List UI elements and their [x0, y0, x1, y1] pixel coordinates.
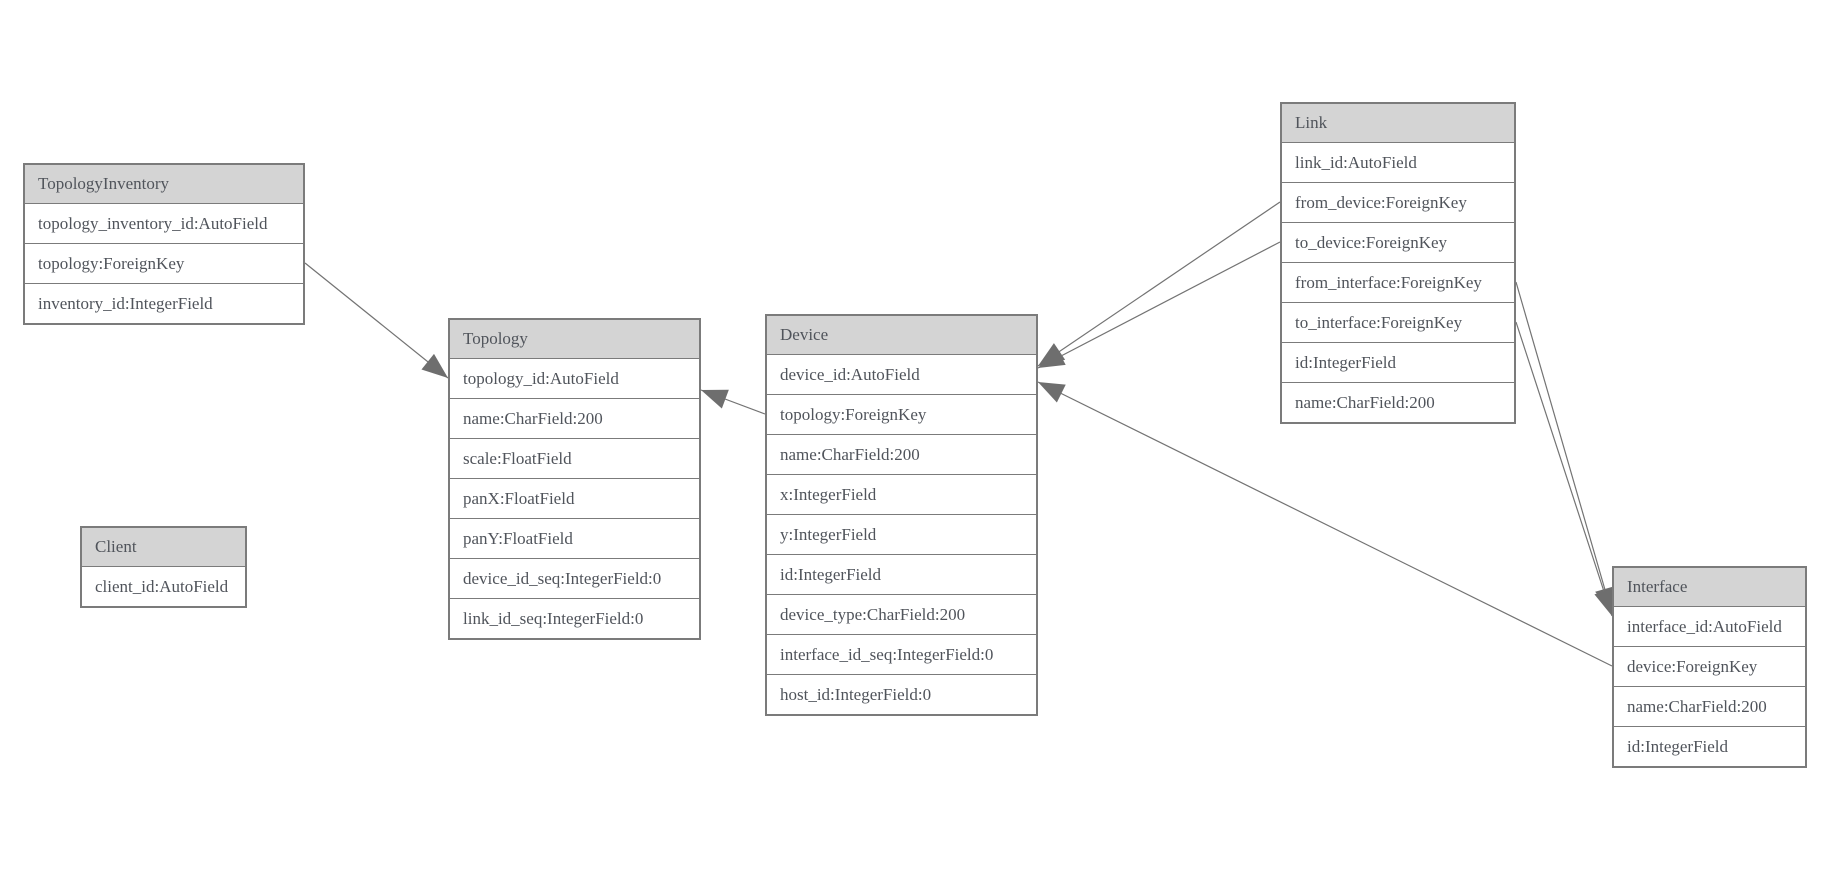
entity-title-topology_inventory: TopologyInventory: [25, 165, 303, 204]
entity-field-topology-topology_id: topology_id:AutoField: [450, 359, 699, 399]
relation-line-topology_inventory-topology: [304, 262, 449, 379]
entity-field-interface-name: name:CharField:200: [1614, 687, 1805, 727]
entity-field-device-y: y:IntegerField: [767, 515, 1036, 555]
entity-field-device-host_id: host_id:IntegerField:0: [767, 675, 1036, 714]
entity-field-device-device_type: device_type:CharField:200: [767, 595, 1036, 635]
entity-field-topology_inventory-topology_inventory_id: topology_inventory_id:AutoField: [25, 204, 303, 244]
entity-field-topology-panX: panX:FloatField: [450, 479, 699, 519]
relation-line-link-from_device: [1037, 201, 1281, 367]
relation-line-link-to_device: [1037, 241, 1281, 369]
entity-field-link-from_device: from_device:ForeignKey: [1282, 183, 1514, 223]
entity-field-link-id: id:IntegerField: [1282, 343, 1514, 383]
entity-field-topology-panY: panY:FloatField: [450, 519, 699, 559]
arrowhead-icon: [701, 389, 729, 409]
entity-field-device-device_id: device_id:AutoField: [767, 355, 1036, 395]
entity-field-topology-device_id_seq: device_id_seq:IntegerField:0: [450, 559, 699, 599]
entity-field-topology_inventory-topology: topology:ForeignKey: [25, 244, 303, 284]
entity-title-client: Client: [82, 528, 245, 567]
entity-field-device-interface_id_seq: interface_id_seq:IntegerField:0: [767, 635, 1036, 675]
entity-field-link-to_interface: to_interface:ForeignKey: [1282, 303, 1514, 343]
arrowhead-icon: [421, 353, 448, 378]
entity-field-topology-link_id_seq: link_id_seq:IntegerField:0: [450, 599, 699, 638]
arrowhead-icon: [1038, 347, 1066, 368]
entity-field-link-to_device: to_device:ForeignKey: [1282, 223, 1514, 263]
entity-field-topology_inventory-inventory_id: inventory_id:IntegerField: [25, 284, 303, 323]
entity-field-link-from_interface: from_interface:ForeignKey: [1282, 263, 1514, 303]
entity-field-topology-scale: scale:FloatField: [450, 439, 699, 479]
entity-field-device-id: id:IntegerField: [767, 555, 1036, 595]
arrowhead-icon: [1038, 382, 1066, 403]
entity-title-link: Link: [1282, 104, 1514, 143]
relation-line-link-to_interface: [1515, 321, 1613, 617]
entity-field-interface-device: device:ForeignKey: [1614, 647, 1805, 687]
entity-field-link-name: name:CharField:200: [1282, 383, 1514, 422]
relation-line-interface-device: [1037, 381, 1613, 667]
relation-line-link-from_interface: [1515, 281, 1613, 615]
arrowhead-icon: [1594, 588, 1614, 616]
entity-field-device-topology: topology:ForeignKey: [767, 395, 1036, 435]
entity-field-topology-name: name:CharField:200: [450, 399, 699, 439]
entity-field-device-name: name:CharField:200: [767, 435, 1036, 475]
entity-field-client-client_id: client_id:AutoField: [82, 567, 245, 606]
entity-field-interface-interface_id: interface_id:AutoField: [1614, 607, 1805, 647]
entity-field-interface-id: id:IntegerField: [1614, 727, 1805, 766]
entity-title-interface: Interface: [1614, 568, 1805, 607]
entity-title-topology: Topology: [450, 320, 699, 359]
entity-field-device-x: x:IntegerField: [767, 475, 1036, 515]
entity-field-link-link_id: link_id:AutoField: [1282, 143, 1514, 183]
entity-title-device: Device: [767, 316, 1036, 355]
